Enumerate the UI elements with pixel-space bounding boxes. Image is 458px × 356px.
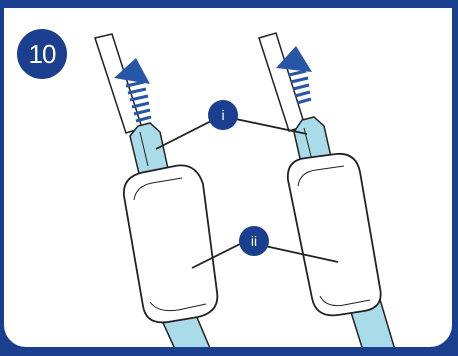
right-handle-assembly bbox=[258, 32, 400, 347]
left-up-arrow-icon bbox=[114, 58, 152, 123]
callout-i-marker: i bbox=[208, 100, 238, 130]
callout-i-label: i bbox=[221, 107, 224, 123]
right-foam-grip bbox=[286, 152, 382, 317]
step-number-badge: 10 bbox=[17, 29, 67, 79]
step-number: 10 bbox=[28, 38, 57, 69]
left-foam-grip bbox=[122, 164, 219, 324]
callout-lines bbox=[155, 116, 339, 269]
callout-ii-marker: ii bbox=[239, 226, 269, 256]
callout-ii-label: ii bbox=[251, 233, 257, 249]
right-up-arrow-icon bbox=[276, 46, 312, 105]
right-upper-tube bbox=[258, 32, 306, 132]
left-handle-assembly bbox=[94, 33, 219, 347]
